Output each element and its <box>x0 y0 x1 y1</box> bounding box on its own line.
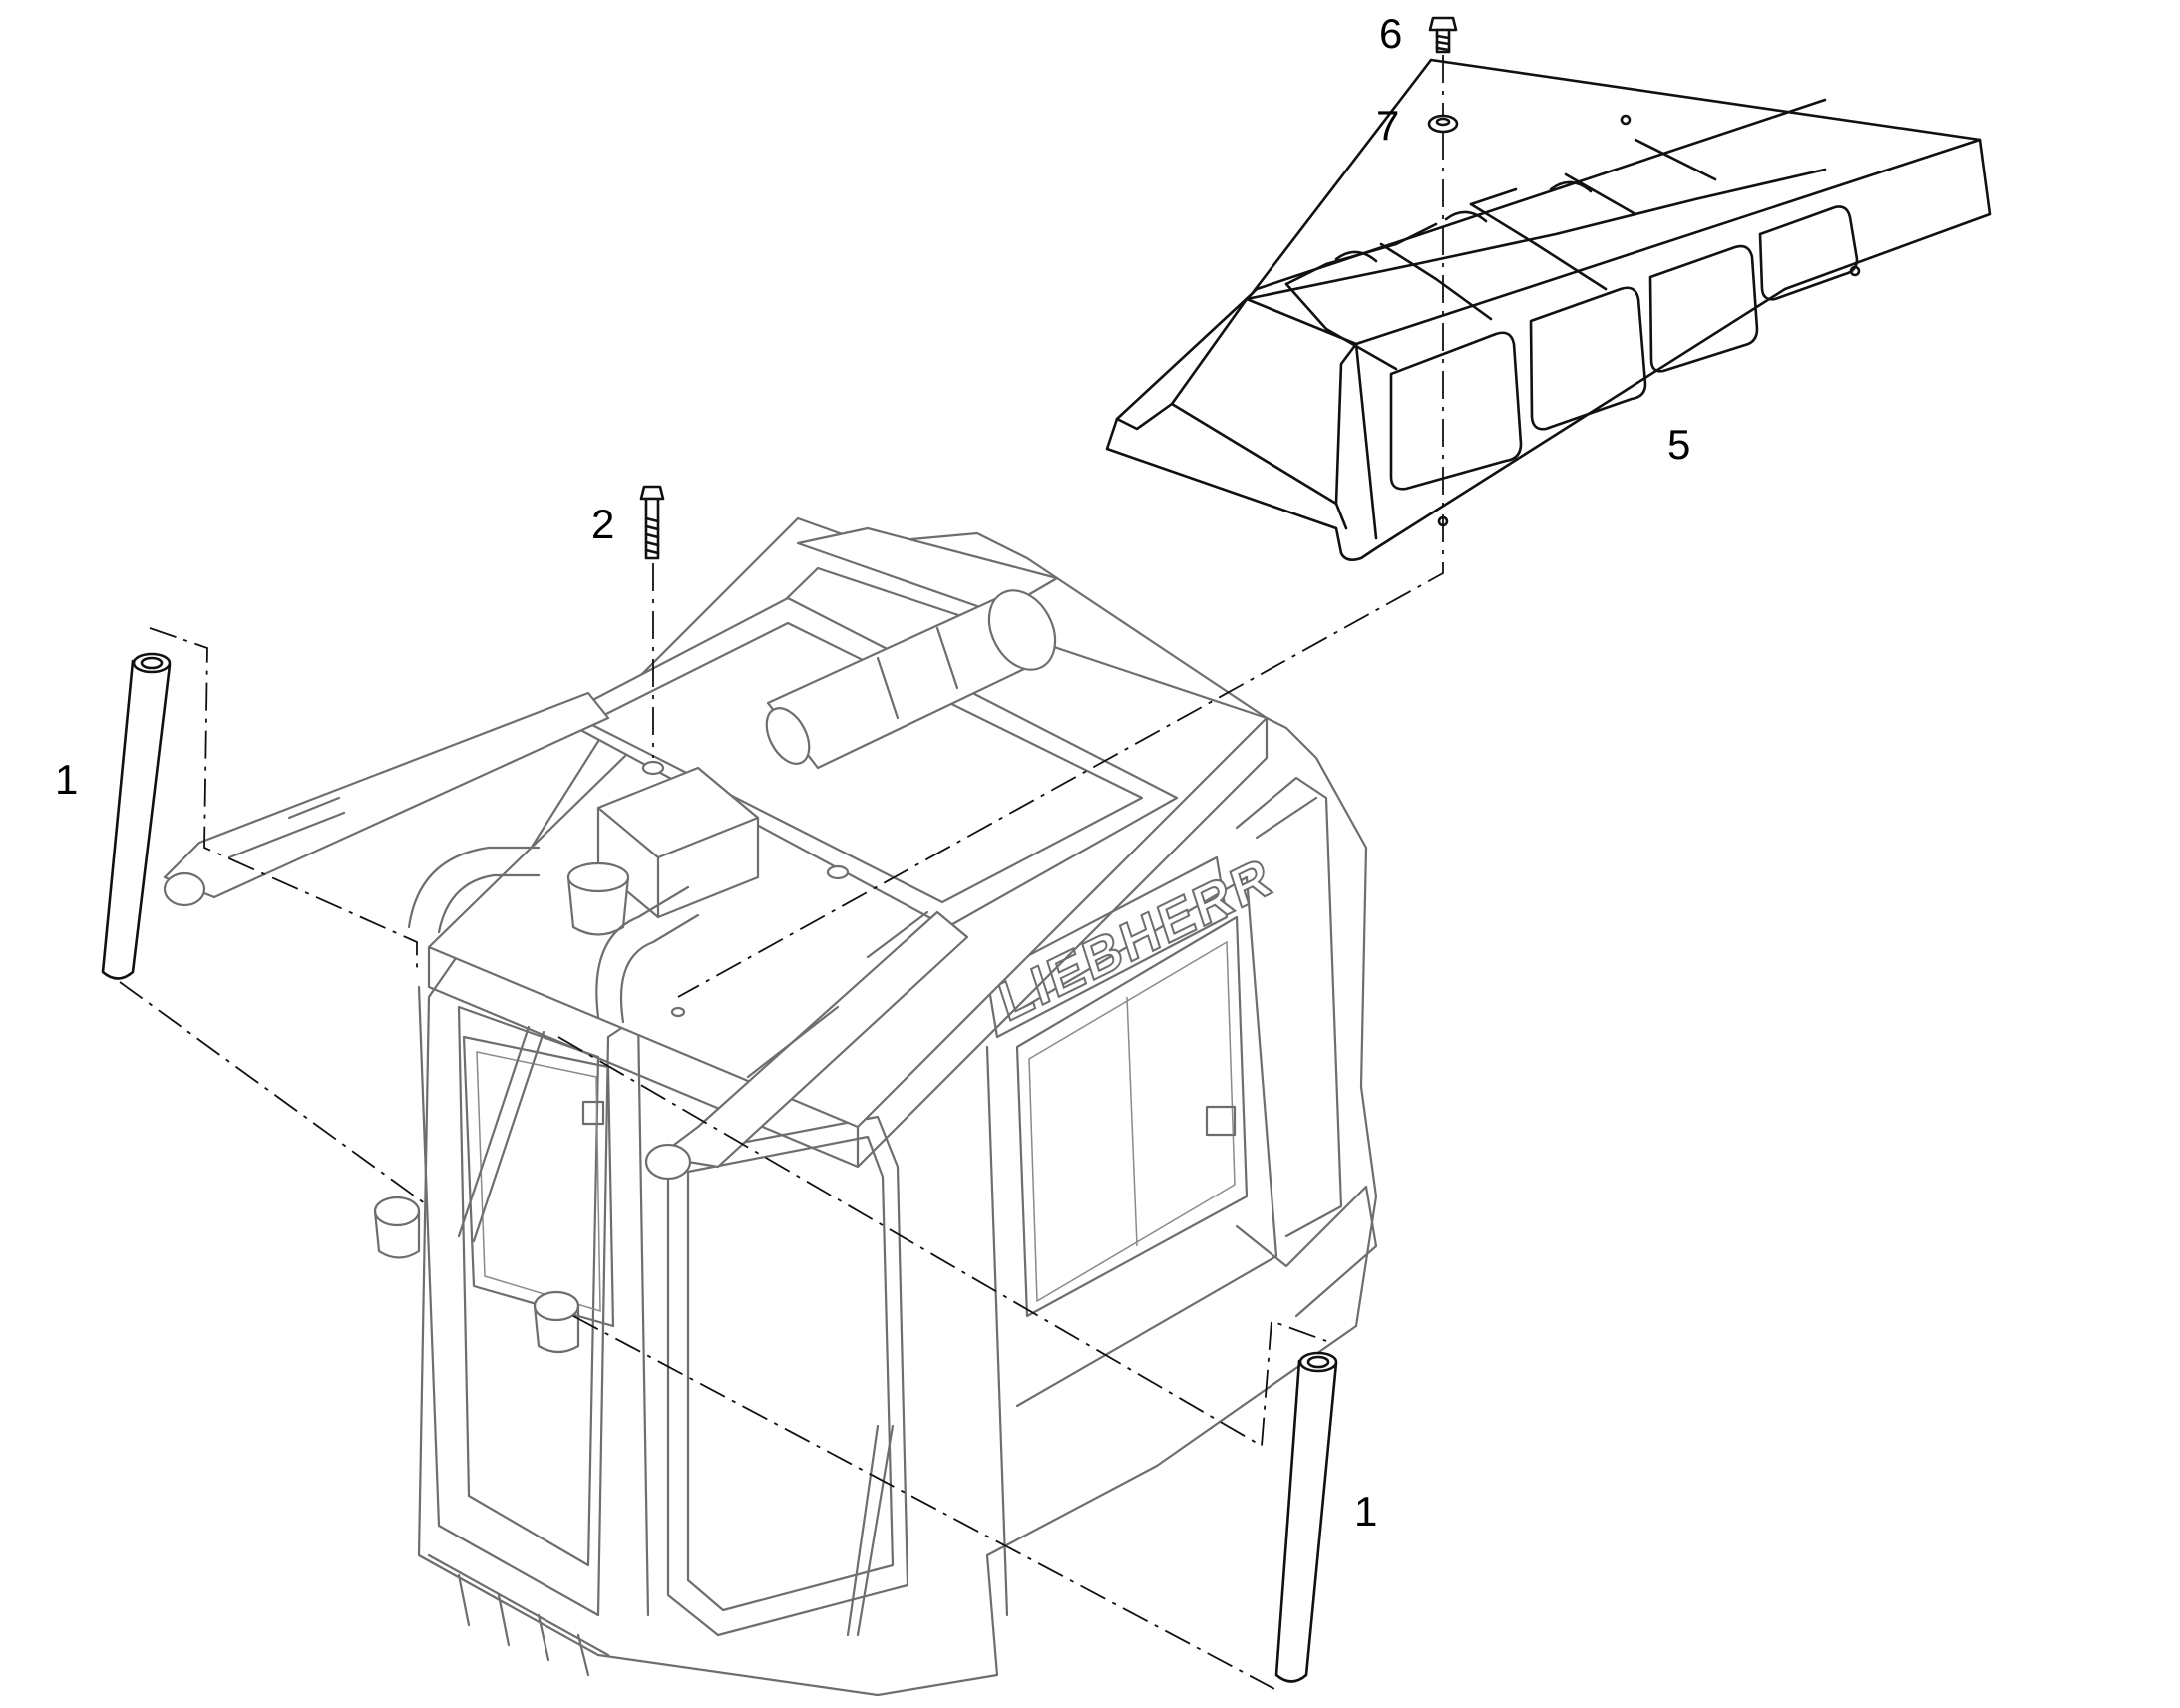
cab-side-wall <box>985 875 1278 1617</box>
callout-pipe-right: 1 <box>1354 1488 1377 1535</box>
assembly-lines <box>119 55 1444 1691</box>
pipe-left <box>101 652 172 980</box>
washer <box>1427 114 1459 134</box>
side-window <box>1015 915 1249 1318</box>
work-lamp-left <box>373 1196 421 1227</box>
callout-screw: 6 <box>1379 10 1402 57</box>
roof-tray <box>556 596 1179 929</box>
hex-screw <box>1428 16 1458 54</box>
callout-pipe-left: 1 <box>55 756 78 803</box>
callout-guard: 5 <box>1667 421 1690 468</box>
protective-guard <box>1105 58 1992 561</box>
bolt <box>639 485 665 560</box>
handrail-left <box>163 691 610 899</box>
callouts: 1 2 5 6 7 1 <box>55 10 1690 1535</box>
air-cleaner <box>765 589 1057 770</box>
cab-door <box>666 1115 909 1637</box>
callout-bolt: 2 <box>591 501 614 547</box>
front-frame <box>417 985 650 1617</box>
beacon-light <box>566 875 630 936</box>
operator-cab: LIEBHERR <box>163 516 1378 1697</box>
work-lamp-center <box>533 1290 580 1322</box>
pipe-right <box>1274 1351 1338 1683</box>
handrail-right <box>656 910 969 1169</box>
callout-washer: 7 <box>1376 102 1399 149</box>
